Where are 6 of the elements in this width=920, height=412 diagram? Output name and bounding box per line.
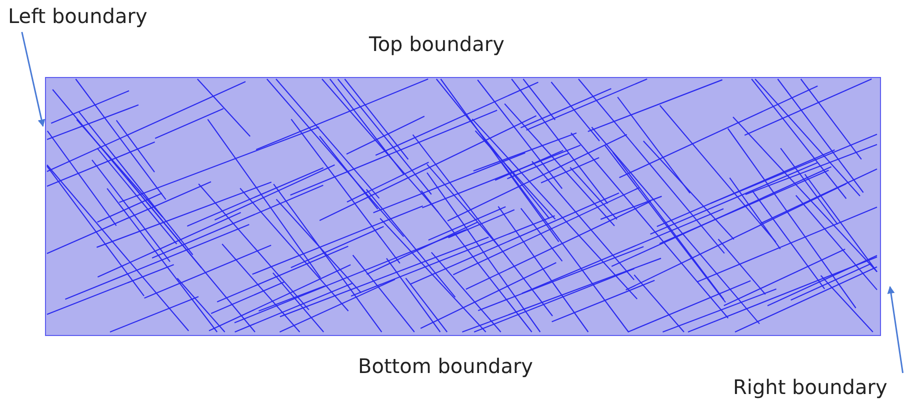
boundary-label: Top boundary: [369, 32, 504, 56]
boundary-label: Right boundary: [733, 375, 888, 399]
leader-arrow: [21, 32, 46, 127]
boundary-label: Bottom boundary: [358, 354, 534, 378]
leader-arrow: [887, 286, 904, 374]
boundary-label: Left boundary: [8, 4, 148, 28]
